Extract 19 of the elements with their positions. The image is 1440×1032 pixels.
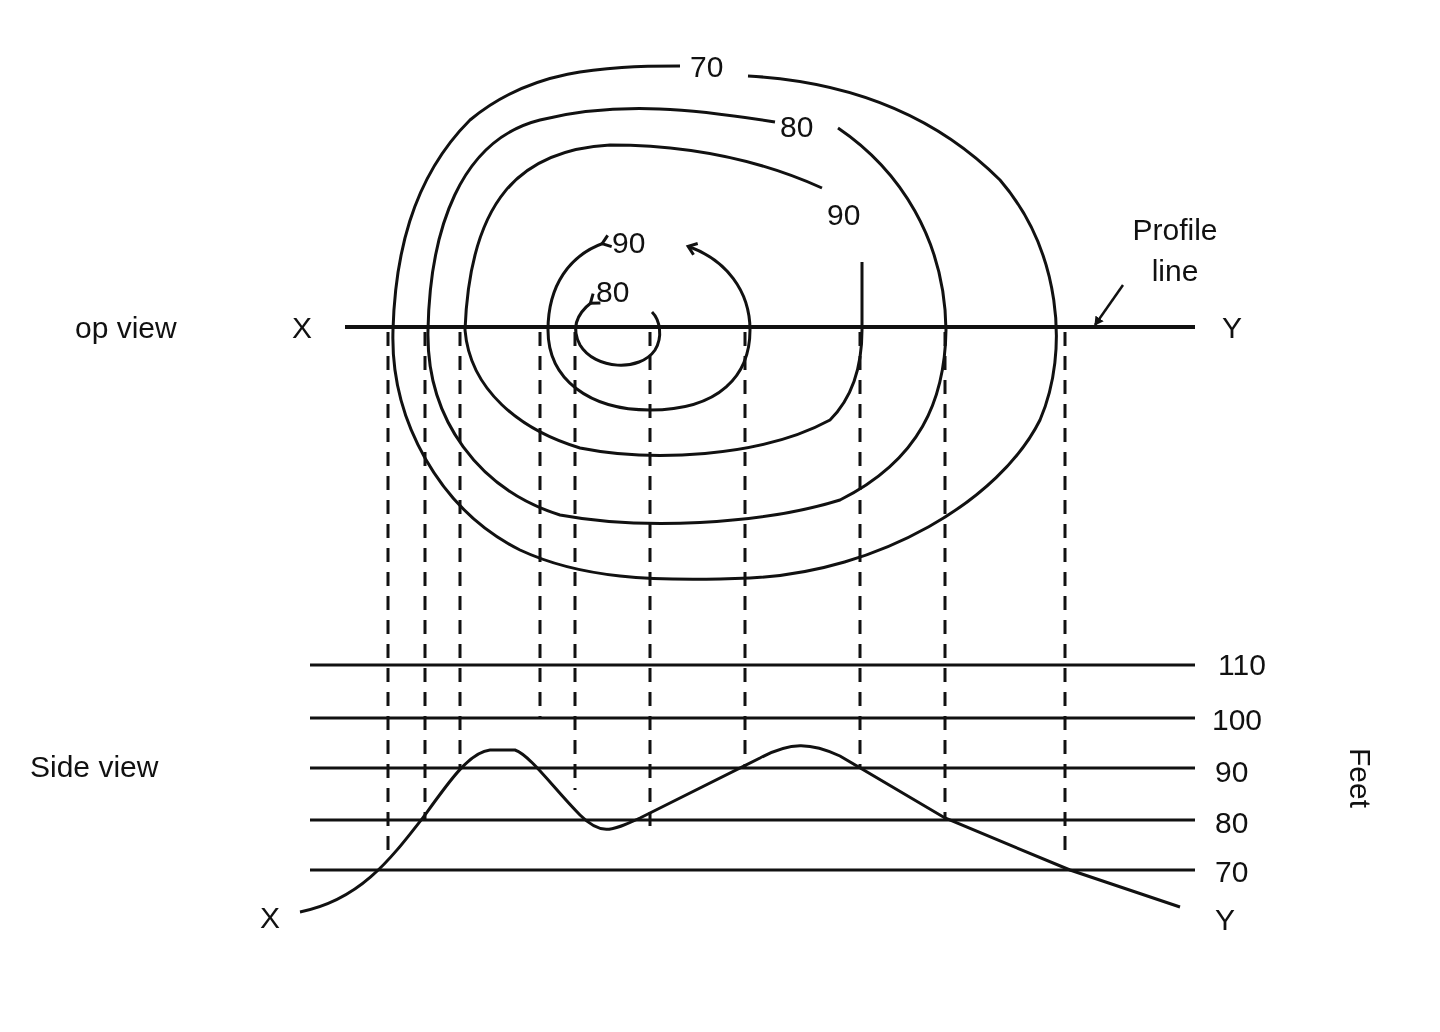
elevation-label: 70 (1215, 857, 1249, 887)
view-label: Side view (30, 752, 159, 782)
axis-label: Y (1222, 313, 1242, 343)
axis-label: Y (1215, 905, 1235, 935)
contour-label: 80 (780, 112, 814, 142)
unit-label: Feet (1345, 748, 1375, 808)
view-label: op view (75, 313, 177, 343)
contour-label: 70 (690, 52, 724, 82)
contour-label: 90 (827, 200, 861, 230)
elevation-label: 100 (1212, 705, 1263, 735)
leader-line (1093, 284, 1125, 326)
axis-label: X (292, 313, 312, 343)
elevation-label: 90 (1215, 757, 1249, 787)
callout-label: Profile line (1105, 210, 1245, 291)
axis-label: X (260, 903, 280, 933)
elevation-label: 110 (1218, 650, 1266, 680)
contour-label: 90 (612, 228, 646, 258)
elevation-label: 80 (1215, 808, 1249, 838)
contour-label: 80 (596, 277, 630, 307)
